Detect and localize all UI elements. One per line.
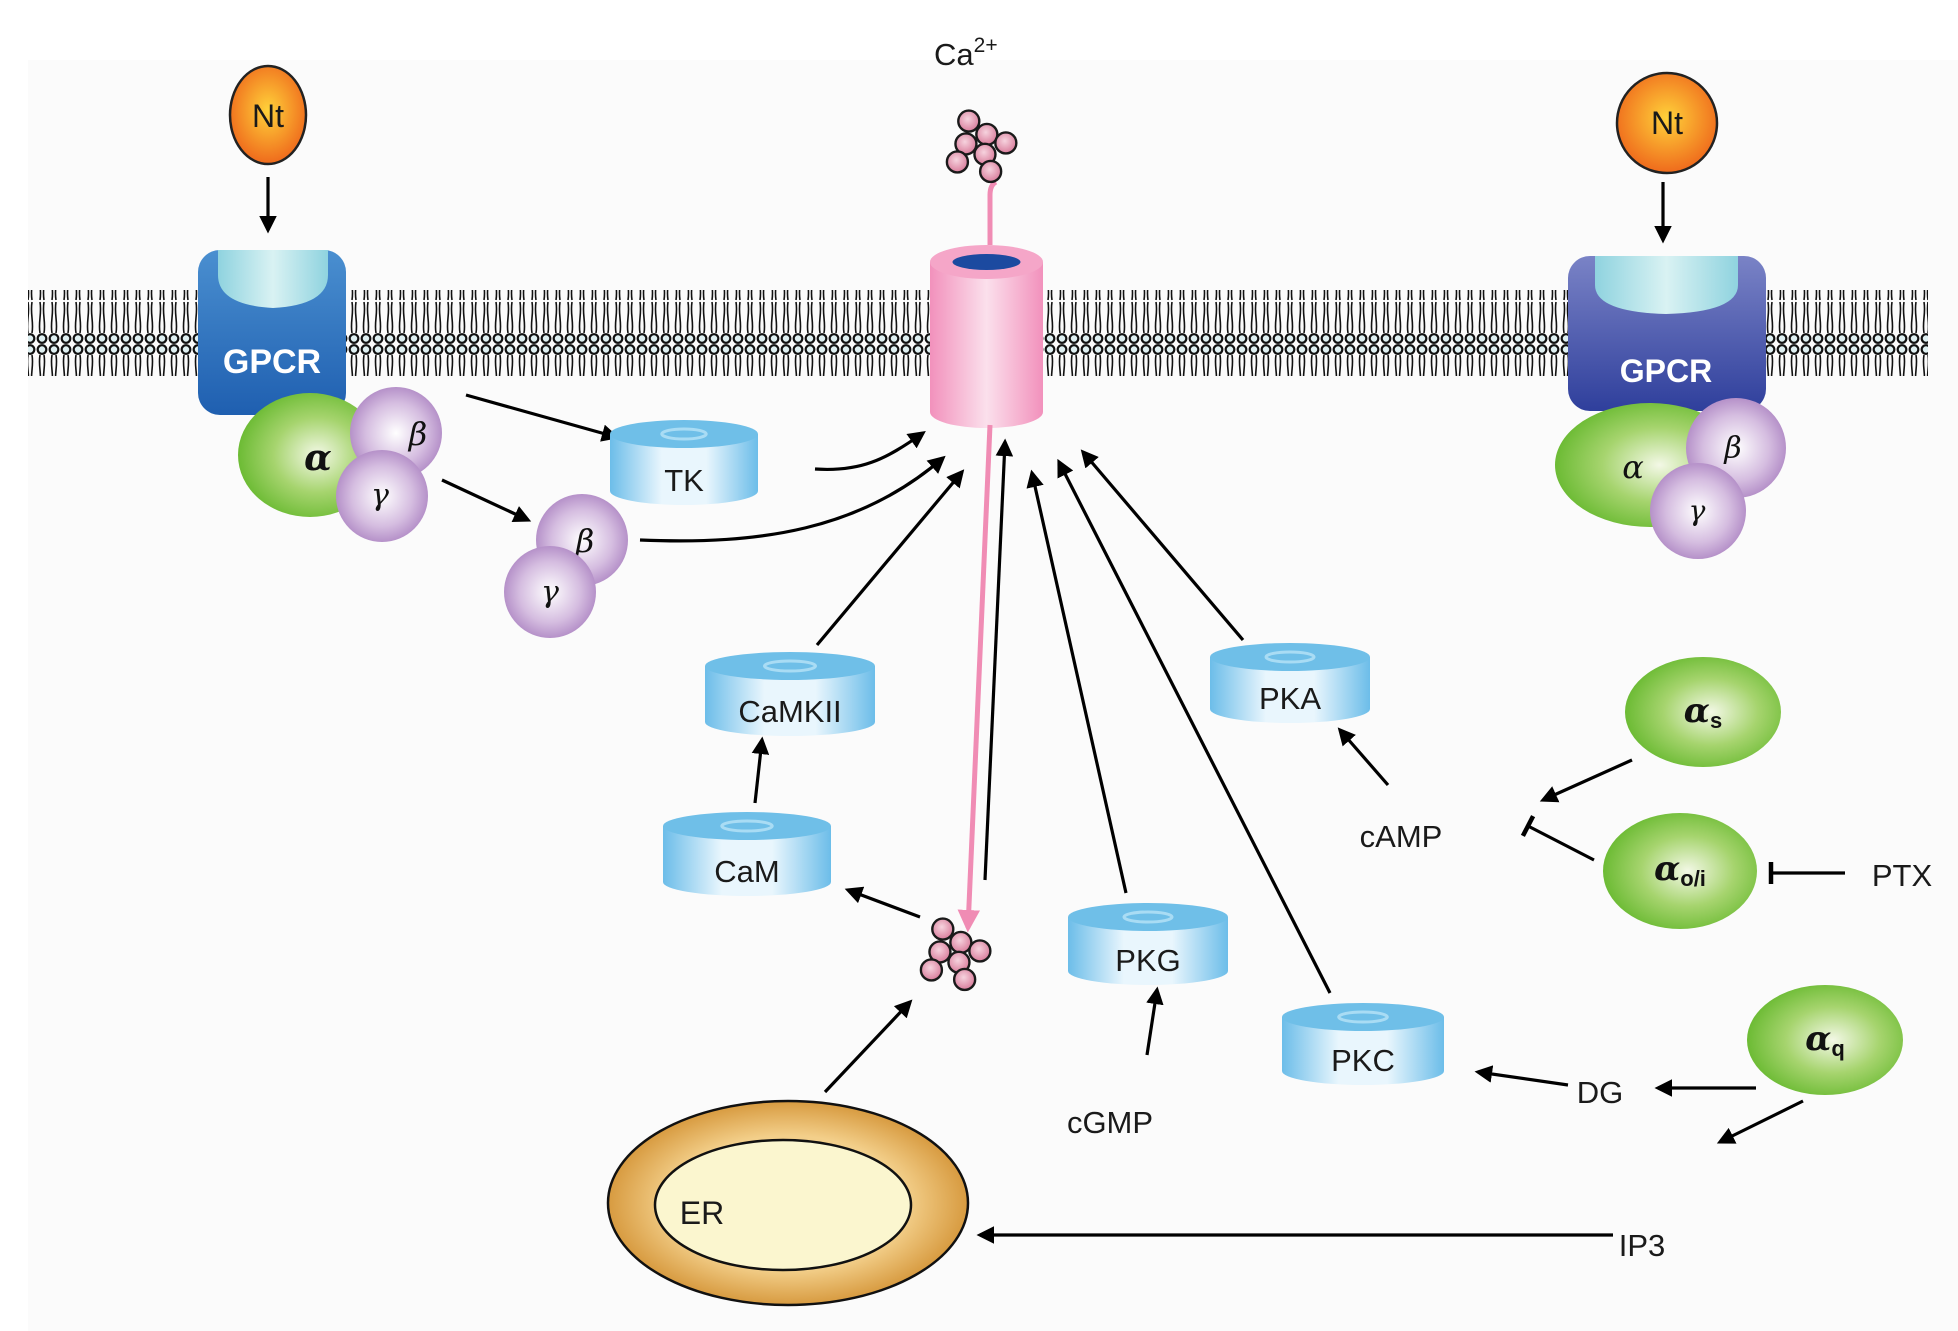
arrow-pkg-to-channel — [1026, 469, 1128, 894]
cam-label: CaM — [714, 854, 779, 889]
calcium-ion — [975, 122, 999, 147]
calcium-ion — [931, 917, 955, 941]
arrow-er-to-ca — [823, 999, 913, 1094]
neurotransmitter-left: Nt — [228, 64, 308, 166]
calcium-ion — [945, 150, 970, 174]
alpha-right-label: α — [1622, 448, 1644, 486]
arrow-cgmp-to-pkg — [1145, 986, 1164, 1056]
arrow-camkii-to-channel — [815, 469, 965, 647]
dg-label: DG — [1577, 1075, 1624, 1110]
calcium-ion — [994, 131, 1018, 155]
alpha-oi-label: αo/i — [1654, 849, 1706, 891]
kinase-cam: CaM — [663, 812, 831, 896]
kinase-camkii: CaMKII — [705, 652, 875, 736]
pkc-label: PKC — [1331, 1043, 1395, 1078]
alpha-s-label: αs — [1684, 691, 1722, 733]
extracellular-calcium-ions — [945, 109, 1018, 184]
kinase-pkg: PKG — [1068, 903, 1228, 985]
arrow-ca-to-channel — [983, 438, 1014, 881]
calcium-ion — [957, 109, 981, 133]
g-alpha-oi: αo/i — [1603, 813, 1757, 929]
nt-right-label: Nt — [1651, 105, 1683, 141]
arrow-ca-to-cam — [844, 886, 921, 919]
pkg-label: PKG — [1115, 943, 1180, 978]
arrow-gbg-dissociation — [441, 478, 532, 523]
free-beta-gamma: β γ — [504, 494, 628, 638]
arrow-tk-to-channel — [814, 430, 926, 472]
kinase-tk: TK — [610, 420, 758, 505]
calcium-ion — [968, 939, 992, 963]
g-gamma-left — [336, 450, 428, 542]
arrow-camp-to-pka — [1337, 727, 1390, 787]
camkii-label: CaMKII — [738, 694, 841, 729]
calcium-ion — [952, 967, 977, 992]
arrow-pka-to-channel — [1080, 449, 1245, 642]
ip3-label: IP3 — [1619, 1228, 1666, 1263]
endoplasmic-reticulum: ER — [606, 1099, 970, 1307]
arrow-alphaq-to-ip3 — [1716, 1099, 1804, 1144]
alpha-left-label: α — [304, 437, 332, 479]
ptx-label: PTX — [1872, 858, 1933, 893]
gpcr-left-label: GPCR — [223, 343, 321, 381]
neurotransmitter-right: Nt — [1615, 71, 1719, 175]
gamma-left-label: γ — [371, 478, 389, 513]
gpcr-left: GPCR — [198, 250, 346, 415]
camp-label: cAMP — [1360, 819, 1443, 854]
kinase-pka: PKA — [1210, 643, 1370, 723]
g-alpha-q: αq — [1747, 985, 1903, 1095]
beta-left-label: β — [408, 415, 428, 453]
pka-label: PKA — [1259, 681, 1321, 716]
gamma-right-label: γ — [1689, 494, 1706, 527]
kinase-pkc: PKC — [1282, 1003, 1444, 1085]
calcium-influx-arrow — [957, 424, 993, 933]
g-protein-left: α β γ — [238, 387, 442, 542]
arrow-betagamma-to-channel — [639, 455, 946, 543]
g-protein-right: α β γ — [1555, 398, 1786, 559]
calcium-ion — [978, 159, 1003, 184]
beta-right-label: β — [1723, 431, 1741, 466]
calcium-ion — [949, 930, 973, 955]
inhibition-alphaoi-to-camp — [1520, 815, 1595, 862]
tk-label: TK — [664, 463, 704, 498]
gpcr-right: GPCR — [1568, 256, 1766, 411]
er-label: ER — [680, 1195, 724, 1231]
calcium-channel — [930, 179, 1043, 428]
alpha-q-label: αq — [1805, 1019, 1845, 1061]
arrow-cam-to-camkii — [751, 736, 770, 804]
free-gamma-label: γ — [541, 575, 559, 610]
calcium-ion — [919, 958, 944, 982]
arrow-pkc-to-channel — [1057, 458, 1332, 994]
arrow-dg-to-pkc — [1474, 1065, 1569, 1087]
g-alpha-s: αs — [1625, 657, 1781, 767]
free-beta-label: β — [575, 522, 595, 560]
ca-label: Ca2+ — [934, 34, 998, 72]
arrow-alphas-to-camp — [1539, 758, 1633, 803]
arrow-gpcr-to-tk — [465, 393, 620, 442]
cgmp-label: cGMP — [1067, 1105, 1153, 1140]
nt-left-label: Nt — [252, 98, 284, 134]
calcium-label: Ca2+ — [934, 34, 998, 72]
gpcr-right-label: GPCR — [1620, 353, 1712, 389]
